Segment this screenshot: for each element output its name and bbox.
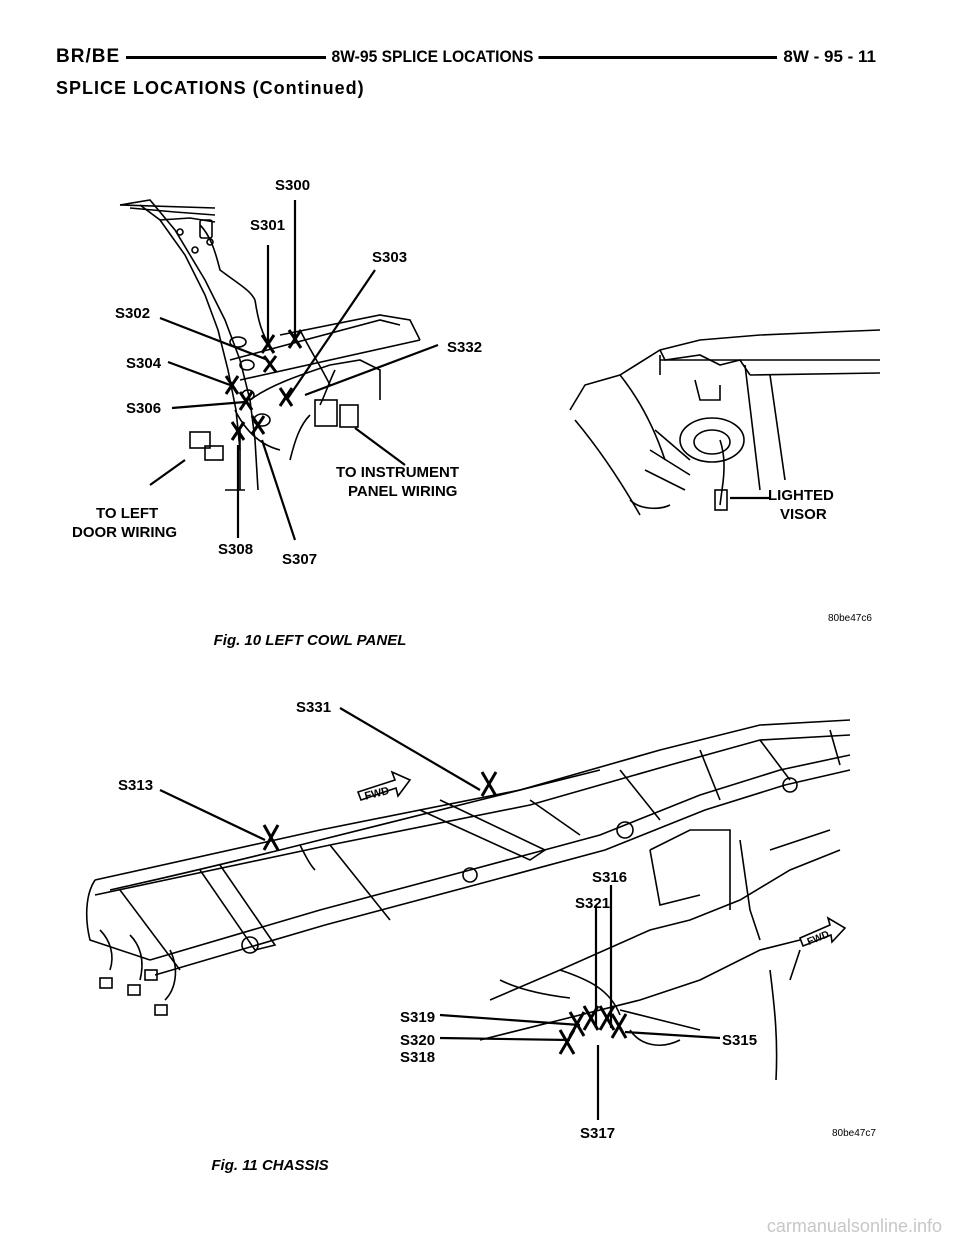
figure2-id: 80be47c7: [832, 1128, 876, 1139]
label-s302: S302: [115, 305, 150, 322]
label-s332: S332: [447, 339, 482, 356]
chassis-drawing: [85, 719, 851, 1081]
figure1-id: 80be47c6: [828, 613, 872, 624]
label-s313: S313: [118, 777, 153, 794]
leader-lines: [149, 200, 770, 541]
label-fwd-inset: FWD: [806, 929, 831, 948]
label-to-left-door-line2: DOOR WIRING: [72, 524, 177, 541]
label-s301: S301: [250, 217, 285, 234]
label-lighted-visor-line1: LIGHTED: [768, 487, 834, 504]
figure-chassis: S331 S313 FWD FWD S316 S321 S319 S320 S3…: [0, 680, 960, 1150]
figure2-caption: Fig. 11 CHASSIS: [211, 1157, 329, 1174]
label-s308: S308: [218, 541, 253, 558]
watermark: carmanualsonline.info: [766, 1216, 942, 1236]
cowl-panel-drawing: [119, 199, 881, 516]
chassis-splice-markers: [262, 771, 628, 1055]
cowl-panel-illustration: S300 S301 S303 S302 S332 S304 S306 TO LE…: [72, 177, 881, 568]
page-header: BR/BE 8W-95 SPLICE LOCATIONS 8W - 95 - 1…: [56, 44, 876, 74]
section-title: SPLICE LOCATIONS (Continued): [56, 78, 365, 98]
label-s316: S316: [592, 869, 627, 886]
header-page-number: 8W - 95 - 11: [777, 44, 876, 70]
label-s318: S318: [400, 1049, 435, 1066]
label-s321: S321: [575, 895, 610, 912]
label-lighted-visor-line2: VISOR: [780, 506, 827, 523]
header-section: 8W-95 SPLICE LOCATIONS: [326, 44, 539, 70]
label-to-instrument-line2: PANEL WIRING: [348, 483, 457, 500]
label-fwd: FWD: [363, 785, 390, 803]
label-s331: S331: [296, 699, 331, 716]
label-s307: S307: [282, 551, 317, 568]
label-s303: S303: [372, 249, 407, 266]
label-s304: S304: [126, 355, 162, 372]
chassis-leader-lines: [159, 707, 721, 1120]
label-s320: S320: [400, 1032, 435, 1049]
chassis-illustration: S331 S313 FWD FWD S316 S321 S319 S320 S3…: [85, 699, 851, 1142]
label-s306: S306: [126, 400, 161, 417]
header-model: BR/BE: [56, 44, 127, 70]
label-to-instrument-line1: TO INSTRUMENT: [336, 464, 459, 481]
label-s317: S317: [580, 1125, 615, 1142]
splice-markers: [224, 329, 303, 441]
figure1-caption: Fig. 10 LEFT COWL PANEL: [213, 632, 407, 649]
label-s300: S300: [275, 177, 310, 194]
figure-left-cowl-panel: S300 S301 S303 S302 S332 S304 S306 TO LE…: [0, 160, 960, 630]
label-s319: S319: [400, 1009, 435, 1026]
label-to-left-door-line1: TO LEFT: [96, 505, 158, 522]
label-s315: S315: [722, 1032, 757, 1049]
